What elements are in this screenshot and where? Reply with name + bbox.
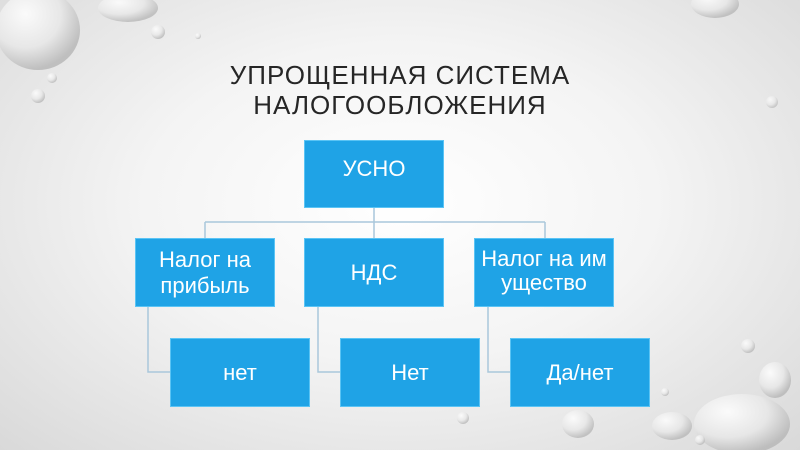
water-drop xyxy=(691,0,739,18)
answer-box-vat: Нет xyxy=(340,338,480,407)
water-drop xyxy=(562,410,594,438)
answer-box-property-tax: Да/нет xyxy=(510,338,650,407)
slide-title: УПРОЩЕННАЯ СИСТЕМА НАЛОГООБЛОЖЕНИЯ xyxy=(150,60,650,120)
category-box-label: Налог на прибыль xyxy=(159,246,251,298)
water-drop xyxy=(661,388,669,396)
slide-title-line-1: УПРОЩЕННАЯ СИСТЕМА xyxy=(229,60,571,90)
water-drop xyxy=(151,25,165,39)
water-drop xyxy=(694,394,790,450)
water-drop xyxy=(31,89,45,103)
root-box-label: УСНО xyxy=(342,156,406,181)
answer-box-profit-tax: нет xyxy=(170,338,310,407)
water-drop xyxy=(0,0,80,70)
water-drop xyxy=(98,0,158,22)
category-box-property-tax: Налог на имущество xyxy=(474,238,614,307)
water-drop xyxy=(652,412,692,440)
answer-box-label: Нет xyxy=(391,359,429,385)
slide-title-line-2: НАЛОГООБЛОЖЕНИЯ xyxy=(253,90,547,120)
category-box-label: НДС xyxy=(350,259,398,285)
category-box-profit-tax: Налог на прибыль xyxy=(135,238,275,307)
category-box-vat: НДС xyxy=(304,238,444,307)
connector-category-1-answer xyxy=(147,307,170,373)
connector-category-2-answer xyxy=(317,307,340,373)
answer-box-label: Да/нет xyxy=(546,359,614,385)
water-drop xyxy=(759,362,791,398)
water-drop xyxy=(741,339,755,353)
water-drop xyxy=(766,96,778,108)
root-box-usno: УСНО xyxy=(304,140,444,208)
water-drop xyxy=(47,73,57,83)
connector-category-3-answer xyxy=(487,307,510,373)
answer-box-label: нет xyxy=(223,359,257,385)
water-drop xyxy=(695,435,705,445)
water-drop xyxy=(457,412,469,424)
category-box-label: Налог на имущество xyxy=(481,245,607,295)
water-drop xyxy=(195,33,201,39)
